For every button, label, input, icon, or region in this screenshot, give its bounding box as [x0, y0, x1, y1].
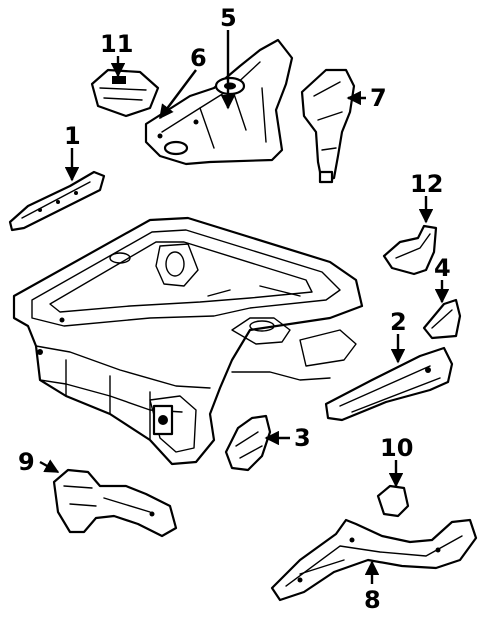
- callout-leaders: [39, 30, 450, 584]
- part-7-bracket: [300, 68, 356, 184]
- callout-4: 4: [434, 254, 451, 282]
- part-5-6-apron-panel: [144, 38, 294, 166]
- part-1-bracket-rail: [8, 170, 106, 232]
- callout-7: 7: [370, 84, 387, 112]
- callout-8: 8: [364, 586, 381, 614]
- part-2-side-rail: [324, 346, 454, 422]
- callout-3: 3: [294, 424, 311, 452]
- part-10-mount: [376, 484, 410, 518]
- part-11-mount: [90, 68, 160, 118]
- callout-6: 6: [190, 44, 207, 72]
- radiator-support-frame: [12, 216, 364, 466]
- part-3-bracket: [224, 414, 272, 472]
- part-4-gusset: [422, 298, 462, 340]
- callout-12: 12: [410, 170, 443, 198]
- callout-9: 9: [18, 448, 35, 476]
- part-8-frame-rail: [270, 518, 478, 602]
- callout-10: 10: [380, 434, 413, 462]
- part-12-bracket: [382, 224, 438, 276]
- callout-11: 11: [100, 30, 133, 58]
- callout-5: 5: [220, 4, 237, 32]
- callout-1: 1: [64, 122, 81, 150]
- callout-2: 2: [390, 308, 407, 336]
- callout-labels: 1 2 3 4 5 6 7 8 9 10 11 12: [18, 4, 451, 614]
- part-9-bracket: [52, 468, 178, 538]
